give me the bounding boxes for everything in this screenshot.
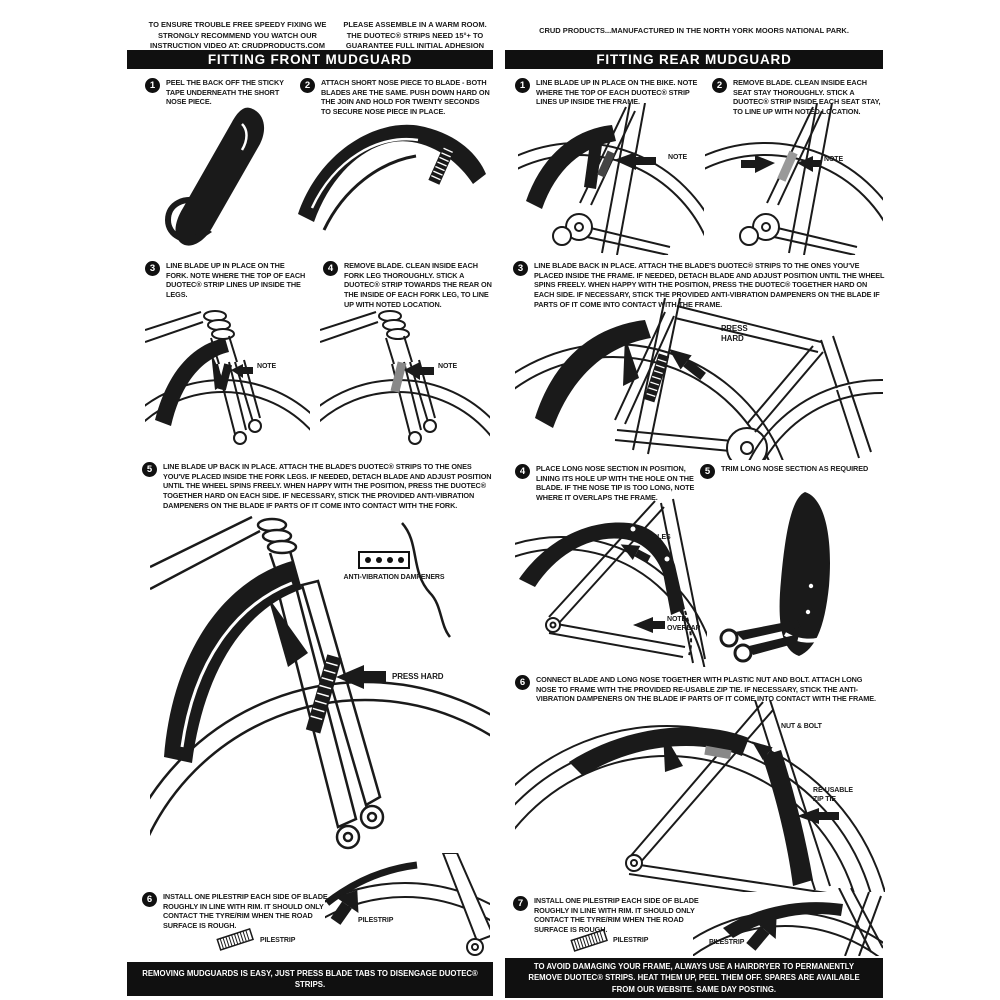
front-step6-illustration: PILESTRIP (325, 853, 490, 958)
pilestrip-icon (215, 927, 255, 951)
rear-step-7-number: 7 (513, 896, 528, 911)
note-arrow-icon (231, 364, 253, 378)
front-step-1-text: PEEL THE BACK OFF THE STICKY TAPE UNDERN… (166, 78, 284, 107)
front-step-3-text: LINE BLADE UP IN PLACE ON THE FORK. NOTE… (166, 261, 306, 299)
trim-nose-drawing (719, 492, 830, 663)
pilestrip-label: PILESTRIP (613, 937, 649, 944)
rear-step-5-text: TRIM LONG NOSE SECTION AS REQUIRED (721, 464, 869, 473)
nut-bolt-ziptie-drawing (515, 700, 885, 892)
rear-step1-illustration: NOTE (518, 103, 704, 255)
intro-warm-room-note: PLEASE ASSEMBLE IN A WARM ROOM. THE DUOT… (343, 20, 487, 50)
fork-with-blade-drawing (145, 310, 310, 445)
pressed-duotec-strip-icon (305, 654, 342, 734)
front-step-2-text: ATTACH SHORT NOSE PIECE TO BLADE - BOTH … (321, 78, 490, 116)
note-label: NOTE (824, 156, 844, 163)
rear-step6-illustration: NUT & BOLT RE-USABLE ZIP TIE (515, 700, 885, 892)
front-step-4-text: REMOVE BLADE. CLEAN INSIDE EACH FORK LEG… (344, 261, 492, 309)
nose-piece-drawing (164, 107, 265, 246)
scissors-icon (719, 620, 801, 663)
rear-step2-illustration: NOTE (705, 103, 883, 255)
intro-crud-products-note: CRUD PRODUCTS...MANUFACTURED IN THE NORT… (539, 26, 849, 35)
rear-footer-bar: TO AVOID DAMAGING YOUR FRAME, ALWAYS USE… (505, 958, 883, 998)
rear-step-5-number: 5 (700, 464, 715, 479)
front-footer-bar: REMOVING MUDGUARDS IS EASY, JUST PRESS B… (127, 962, 493, 996)
rear-step-3-text: LINE BLADE BACK IN PLACE. ATTACH THE BLA… (534, 261, 885, 309)
front-step-5-number: 5 (142, 462, 157, 477)
note-overlap-label: NOTE OVERLAP (667, 616, 701, 633)
press-hard-arrow-icon (668, 348, 706, 380)
press-hard-label: PRESS HARD (721, 324, 748, 344)
long-nose-position-drawing (515, 498, 707, 667)
overlap-arrow-icon (633, 617, 665, 633)
rear-step-4-number: 4 (515, 464, 530, 479)
front-step1-illustration (150, 104, 290, 254)
note-arrow-right-icon (797, 156, 821, 172)
press-hard-arrow-icon (336, 665, 386, 689)
rear-step5-illustration (703, 488, 883, 666)
duotec-strip-icon (428, 143, 456, 185)
intro-video-note: TO ENSURE TROUBLE FREE SPEEDY FIXING WE … (148, 20, 327, 50)
rim-pilestrip-drawing (693, 888, 883, 956)
front-step-4-number: 4 (323, 261, 338, 276)
front-section-header: FITTING FRONT MUDGUARD (127, 50, 493, 69)
front-step3-illustration: NOTE (145, 300, 310, 460)
pilestrip-label: PILESTRIP (260, 937, 296, 944)
note-label: NOTE (257, 363, 277, 370)
rear-mudguard-section: CRUD PRODUCTS...MANUFACTURED IN THE NORT… (503, 0, 885, 1000)
rear-section-header: FITTING REAR MUDGUARD (505, 50, 883, 69)
pilestrip-arrow-icon (746, 916, 777, 951)
rear-step-6-number: 6 (515, 675, 530, 690)
zip-tie-arrow-icon (797, 808, 839, 824)
pilestrip-glyph (216, 928, 254, 951)
rear-step4-illustration: HOLES NOTE OVERLAP (515, 497, 707, 667)
rear-frame-blade-drawing (518, 103, 704, 255)
anti-vibration-dampeners-icon (358, 551, 410, 569)
rear-step-2-number: 2 (712, 78, 727, 93)
rear-step-7-text: INSTALL ONE PILESTRIP EACH SIDE OF BLADE… (534, 896, 699, 934)
pressed-duotec-strip-icon (643, 353, 670, 403)
front-step4-illustration: NOTE (320, 300, 490, 460)
front-step-3-number: 3 (145, 261, 160, 276)
rim-pilestrip-drawing (325, 853, 490, 956)
rear-step-1-text: LINE BLADE UP IN PLACE ON THE BIKE. NOTE… (536, 78, 698, 107)
front-mudguard-section: TO ENSURE TROUBLE FREE SPEEDY FIXING WE … (125, 0, 495, 1000)
bike-rear-press-drawing (515, 298, 883, 460)
rear-step-2-text: REMOVE BLADE. CLEAN INSIDE EACH SEAT STA… (733, 78, 881, 116)
press-hard-label: PRESS HARD (392, 672, 444, 681)
holes-arrow-icon (620, 544, 651, 563)
note-label: NOTE (438, 363, 458, 370)
reusable-zip-tie-label: RE-USABLE ZIP TIE (813, 787, 853, 804)
pilestrip-label: PILESTRIP (358, 917, 394, 924)
note-arrow-icon (404, 362, 434, 380)
pilestrip-label: PILESTRIP (709, 939, 745, 946)
peel-curl-arrow-icon (164, 197, 212, 244)
pilestrip-glyph (570, 929, 608, 952)
nut-bolt-arrow-icon (751, 741, 783, 767)
rear-step3-illustration: PRESS HARD (515, 298, 883, 460)
pilestrip-arrow-icon (330, 890, 359, 925)
fork-clean-drawing (320, 310, 490, 445)
anti-vibration-dampeners-label: ANTI-VIBRATION DAMPENERS (343, 574, 445, 581)
holes-label: HOLES (647, 534, 671, 541)
blade-join-drawing (298, 124, 486, 231)
rear-step7-illustration: PILESTRIP (693, 888, 883, 956)
front-step-1-number: 1 (145, 78, 160, 93)
note-label: NOTE (668, 154, 688, 161)
rear-step-3-number: 3 (513, 261, 528, 276)
front-step2-illustration (290, 102, 490, 252)
fork-press-drawing (150, 515, 490, 850)
rear-step-4-text: PLACE LONG NOSE SECTION IN POSITION, LIN… (536, 464, 695, 502)
pilestrip-icon (569, 928, 609, 952)
nut-and-bolt-label: NUT & BOLT (781, 723, 822, 730)
note-arrow-left-icon (741, 155, 775, 173)
front-step-6-text: INSTALL ONE PILESTRIP EACH SIDE OF BLADE… (163, 892, 328, 930)
rear-step-6-text: CONNECT BLADE AND LONG NOSE TOGETHER WIT… (536, 675, 876, 704)
front-step5-illustration: ANTI-VIBRATION DAMPENERS PRESS HARD (150, 505, 490, 890)
rear-frame-clean-drawing (705, 103, 883, 255)
front-step-6-number: 6 (142, 892, 157, 907)
note-arrow-icon (614, 152, 656, 170)
front-step-5-text: LINE BLADE UP BACK IN PLACE. ATTACH THE … (163, 462, 492, 510)
front-step-2-number: 2 (300, 78, 315, 93)
rear-step-1-number: 1 (515, 78, 530, 93)
